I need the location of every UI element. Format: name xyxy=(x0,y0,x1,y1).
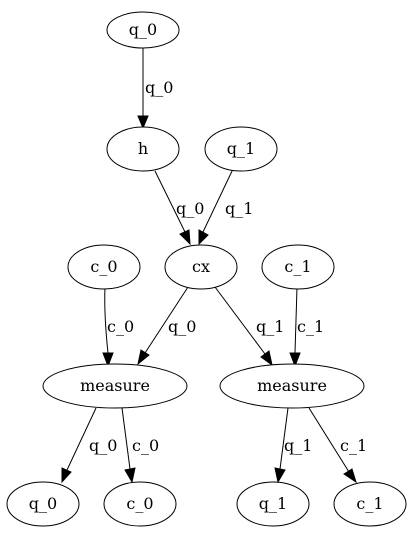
edge-cx-to-measure-right xyxy=(214,286,273,367)
node-q0-input-label: q_0 xyxy=(129,20,157,39)
edge-label-q1-to-cx: q_1 xyxy=(225,199,253,218)
node-q0-output: q_0 xyxy=(6,481,80,527)
edge-q1-to-cx xyxy=(198,168,234,246)
edge-label-measure-left-to-c0: c_0 xyxy=(132,436,159,455)
node-q0-input: q_0 xyxy=(106,11,180,49)
node-c0-output-label: c_0 xyxy=(126,494,153,513)
node-c0-output: c_0 xyxy=(103,481,177,527)
node-c1-output-label: c_1 xyxy=(356,494,383,513)
node-q1-output: q_1 xyxy=(236,481,310,527)
node-q1-output-label: q_1 xyxy=(259,494,287,513)
node-c0-input-label: c_0 xyxy=(90,257,117,276)
node-c1-input-label: c_1 xyxy=(284,257,311,276)
node-q0-output-label: q_0 xyxy=(29,494,57,513)
edge-label-cx-to-measure-right: q_1 xyxy=(256,317,284,336)
node-c1-input: c_1 xyxy=(261,244,335,290)
edge-measure-right-to-q1 xyxy=(274,407,289,484)
edge-label-measure-right-to-q1: q_1 xyxy=(284,436,312,455)
node-q1-input: q_1 xyxy=(204,126,278,172)
node-c0-input: c_0 xyxy=(67,244,141,290)
edge-label-c0-to-measure-left: c_0 xyxy=(107,317,134,336)
edge-label-measure-right-to-c1: c_1 xyxy=(340,436,367,455)
edge-label-measure-left-to-q0: q_0 xyxy=(89,436,117,455)
edge-q0-to-h xyxy=(137,48,149,130)
edge-measure-right-to-c1 xyxy=(308,407,357,484)
node-h-gate: h xyxy=(106,126,180,172)
edge-c0-to-measure-left xyxy=(102,286,114,368)
node-cx-gate: cx xyxy=(164,244,238,290)
edge-cx-to-measure-left xyxy=(137,286,189,366)
edge-label-q0-to-h: q_0 xyxy=(145,78,173,97)
node-h-gate-label: h xyxy=(138,139,148,158)
node-measure-right: measure xyxy=(219,363,365,409)
node-c1-output: c_1 xyxy=(333,481,407,527)
node-cx-gate-label: cx xyxy=(192,257,210,276)
node-measure-left-label: measure xyxy=(80,376,150,395)
node-measure-right-label: measure xyxy=(257,376,327,395)
edge-measure-left-to-q0 xyxy=(61,407,97,484)
edge-label-cx-to-measure-left: q_0 xyxy=(168,317,196,336)
edge-label-h-to-cx: q_0 xyxy=(176,199,204,218)
edge-c1-to-measure-right xyxy=(289,286,301,368)
node-q1-input-label: q_1 xyxy=(227,139,255,158)
node-measure-left: measure xyxy=(42,363,188,409)
edge-label-c1-to-measure-right: c_1 xyxy=(297,317,324,336)
edge-measure-left-to-c0 xyxy=(121,407,136,484)
edge-h-to-cx xyxy=(154,170,191,246)
